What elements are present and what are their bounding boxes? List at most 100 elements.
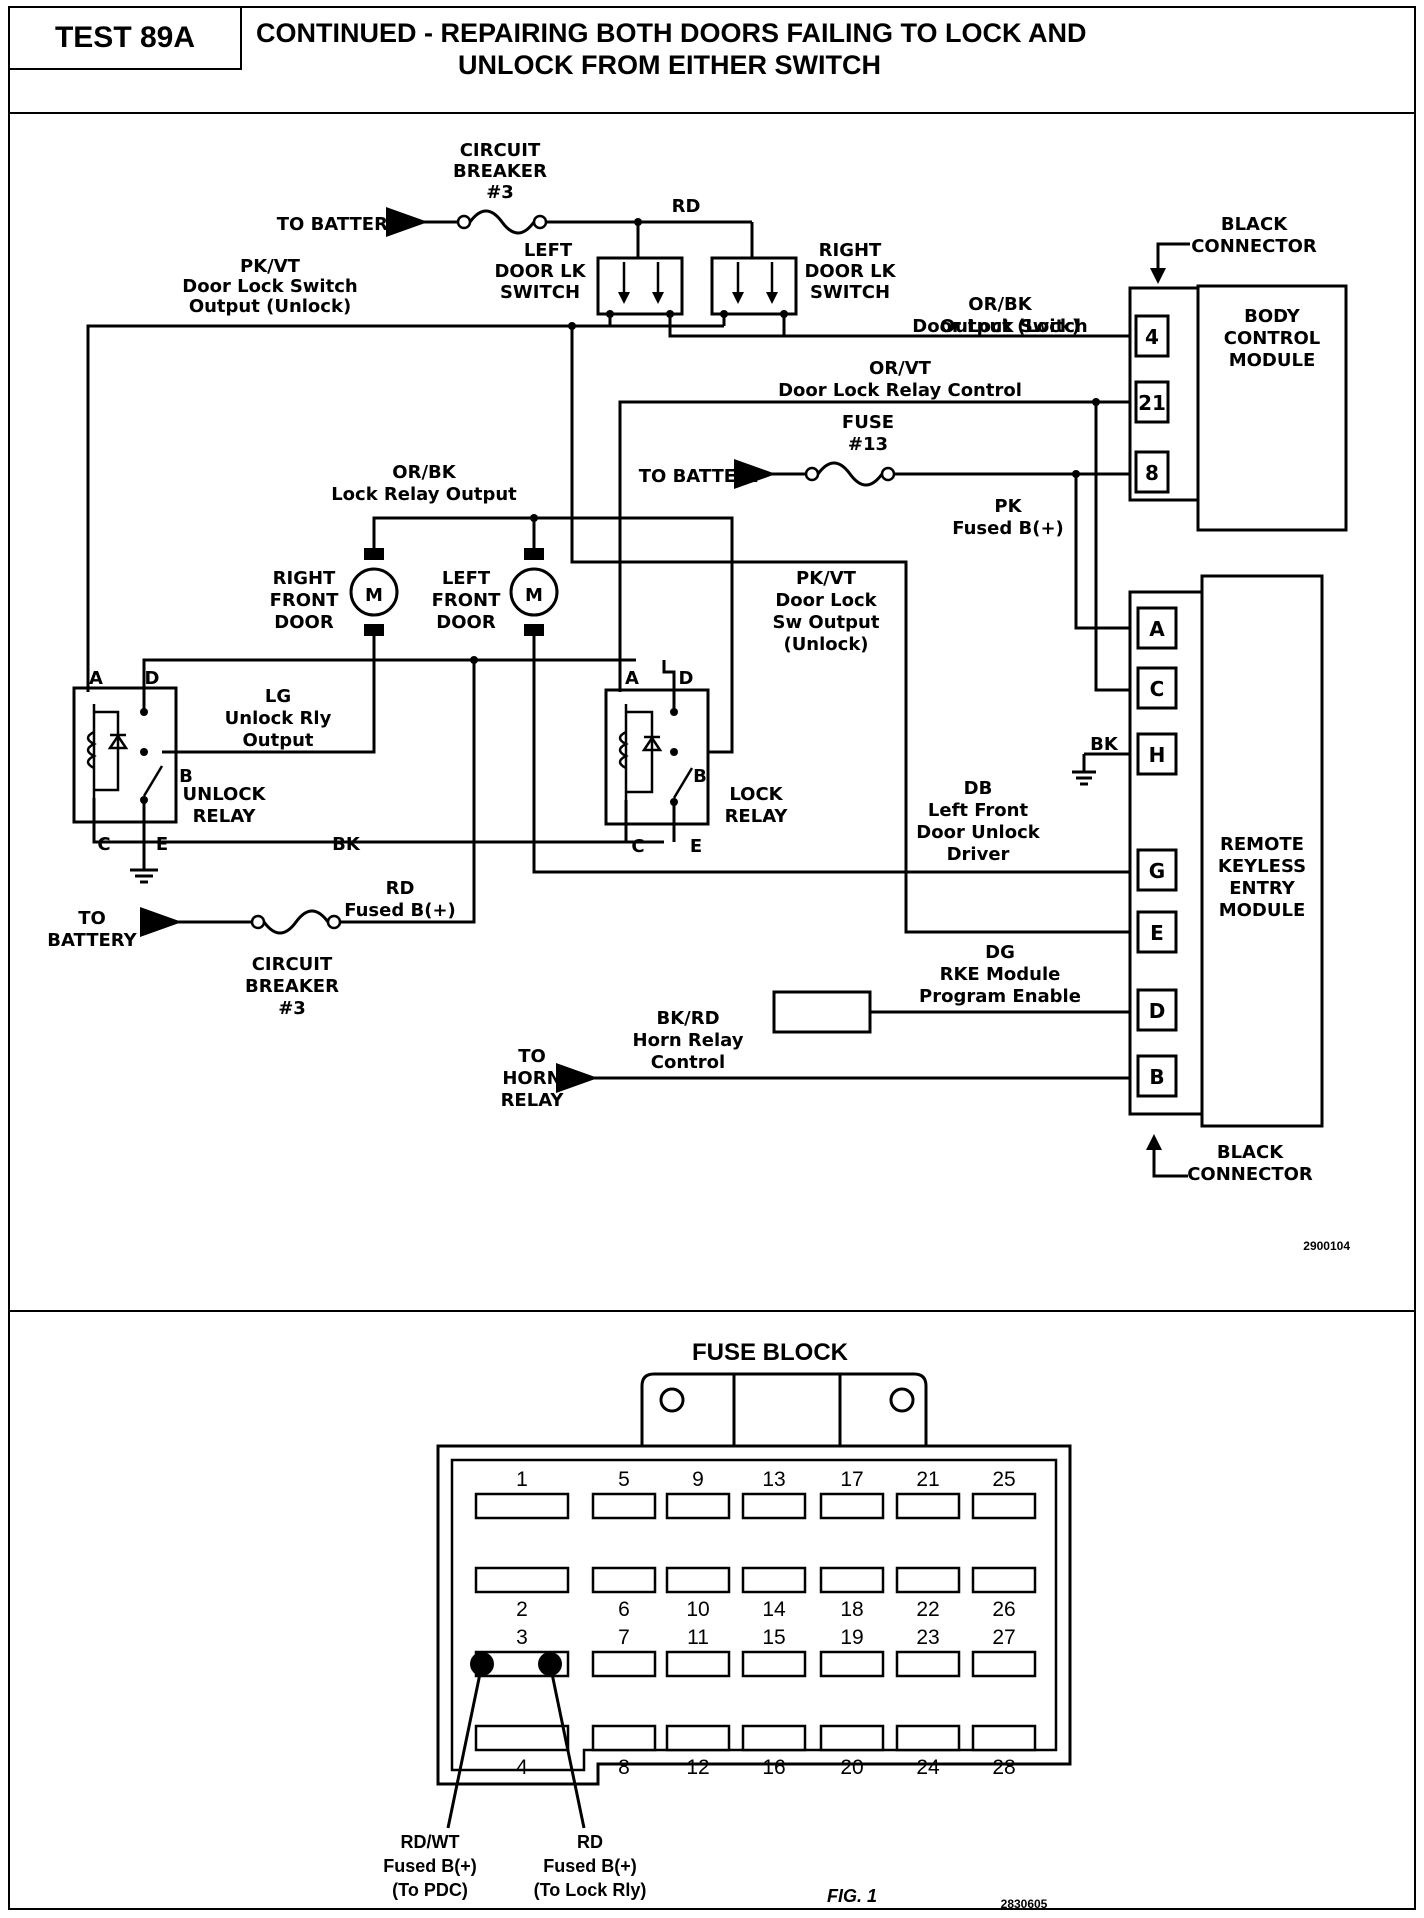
fuse-label-25: 25 (992, 1468, 1015, 1491)
db-line3: Door Unlock (916, 822, 1040, 843)
left-switch-line3: SWITCH (500, 282, 580, 303)
bk-ground: BK (1090, 734, 1119, 755)
black-conn-top-line2: CONNECTOR (1191, 236, 1317, 257)
lock-pin-a: A (625, 668, 639, 689)
unlock-pin-b: B (179, 766, 193, 787)
title-line-2: UNLOCK FROM EITHER SWITCH (458, 50, 881, 80)
rke-line4: MODULE (1219, 900, 1306, 921)
black-conn-top-line1: BLACK (1221, 214, 1288, 235)
horn-relay-wire: BK/RD Horn Relay Control TO HORN RELAY (501, 1008, 1130, 1111)
fuse-label-24: 24 (916, 1756, 940, 1779)
orvt-line2: Door Lock Relay Control (778, 380, 1022, 401)
cb-top-line1: CIRCUIT (460, 140, 541, 161)
fuse-slot-11 (665, 1650, 731, 1678)
lock-relay-line1: LOCK (729, 784, 783, 805)
fuse-label-4: 4 (516, 1756, 528, 1779)
fuse13-line1: FUSE (842, 412, 894, 433)
lock-pin-d: D (679, 668, 694, 689)
pkvt-sw-line3: Sw Output (773, 612, 880, 633)
cb-low-line1: CIRCUIT (252, 954, 333, 975)
lock-relay-output: OR/BK Lock Relay Output (331, 462, 734, 754)
test-label: TEST 89A (10, 8, 242, 70)
right-switch-line3: SWITCH (810, 282, 890, 303)
callout-right-line2: Fused B(+) (543, 1856, 637, 1876)
fuse-label-2: 2 (516, 1598, 528, 1621)
db-line2: Left Front (928, 800, 1029, 821)
dg-line3: Program Enable (919, 986, 1081, 1007)
right-door-lock-switch: RIGHT DOOR LK SWITCH (710, 222, 897, 318)
left-front-door-motor: M LEFT FRONT DOOR (432, 548, 559, 636)
cb-low-line3: #3 (278, 998, 306, 1019)
fuse-label-12: 12 (686, 1756, 709, 1779)
pkvt-sw-line2: Door Lock (775, 590, 877, 611)
fuse-label-11: 11 (687, 1626, 709, 1649)
unlock-relay-line1: UNLOCK (183, 784, 267, 805)
fuse-slot-22 (895, 1566, 961, 1594)
fuse-slot-25 (971, 1492, 1037, 1520)
bcm-line3: MODULE (1229, 350, 1316, 371)
fuse-label-28: 28 (992, 1756, 1015, 1779)
right-front-door-motor: M RIGHT FRONT DOOR (270, 548, 399, 636)
cb-low-line2: BREAKER (245, 976, 339, 997)
unlock-pin-c: C (97, 834, 110, 855)
fuse-label-17: 17 (840, 1468, 863, 1491)
fuse-slot-8 (591, 1724, 657, 1752)
unlock-relay: A D B C E BK UNLOCK RELAY LG Unlock Rly … (72, 636, 664, 884)
remote-keyless-entry-module: A C H G E D B REMOTE KEYLESS ENTRY MODUL… (1072, 574, 1324, 1185)
bcm-line2: CONTROL (1224, 328, 1321, 349)
rke-pin-h: H (1149, 743, 1166, 767)
orbk-relay-line2: Lock Relay Output (331, 484, 517, 505)
fuse-slot-15 (741, 1650, 807, 1678)
orvt-line1: OR/VT (869, 358, 932, 379)
lg-line1: LG (265, 686, 291, 707)
orvt-relay-control: OR/VT Door Lock Relay Control (618, 358, 1130, 692)
unlock-relay-line2: RELAY (193, 806, 257, 827)
cb-top-line2: BREAKER (453, 161, 547, 182)
fuse-label-23: 23 (916, 1626, 939, 1649)
fuse-slot-16 (741, 1724, 807, 1752)
black-conn-bot-line2: CONNECTOR (1187, 1164, 1313, 1185)
bkrd-line3: Control (651, 1052, 725, 1073)
fuse-label-21: 21 (916, 1468, 939, 1491)
fuse-label-13: 13 (762, 1468, 785, 1491)
low-circuit-breaker: TO BATTERY RD Fused B(+) CIRCUIT BREAKER… (47, 660, 476, 1019)
fuse13-line2: #13 (848, 434, 888, 455)
rke-line2: KEYLESS (1218, 856, 1306, 877)
fuse-slot-28 (971, 1724, 1037, 1752)
rke-pin-a: A (1149, 617, 1165, 641)
fuse-slot-5 (591, 1492, 657, 1520)
to-battery-top: TO BATTERY (277, 214, 401, 235)
left-door-lock-switch: LEFT DOOR LK SWITCH (494, 218, 684, 318)
lfd-line3: DOOR (436, 612, 496, 633)
title-line-1: CONTINUED - REPAIRING BOTH DOORS FAILING… (256, 18, 1087, 48)
fuse-slot-23 (895, 1650, 961, 1678)
rke-pin-b: B (1149, 1065, 1164, 1089)
rke-pin-c: C (1150, 677, 1165, 701)
cb-top-line3: #3 (486, 182, 514, 203)
fuse-label-9: 9 (692, 1468, 704, 1491)
bkrd-line1: BK/RD (656, 1008, 719, 1029)
fuse-slot-12 (665, 1724, 731, 1752)
left-switch-line2: DOOR LK (494, 261, 586, 282)
dg-line1: DG (985, 942, 1015, 963)
bk-wire: BK (332, 834, 361, 855)
pkvt-unlock-line2: Door Lock Switch (182, 276, 357, 297)
pkvt-sw-output-label: PK/VT Door Lock Sw Output (Unlock) (773, 568, 880, 655)
fuse-label-27: 27 (992, 1626, 1015, 1649)
fuse-13: FUSE #13 TO BATTERY PK Fused B(+) (639, 412, 1130, 630)
fuse-slot-2 (474, 1566, 570, 1594)
horn-line1: TO (518, 1046, 546, 1067)
lock-pin-c: C (631, 836, 644, 857)
to-battery-low-line1: TO (78, 908, 106, 929)
fuse-slot-19 (819, 1650, 885, 1678)
rke-pin-d: D (1149, 999, 1166, 1023)
wire-rd-top: RD (672, 196, 701, 217)
header: TEST 89A CONTINUED - REPAIRING BOTH DOOR… (10, 8, 1414, 114)
horn-line3: RELAY (501, 1090, 565, 1111)
fuse-slot-13 (741, 1492, 807, 1520)
fuse-slot-24 (895, 1724, 961, 1752)
rfd-line3: DOOR (274, 612, 334, 633)
orbk-lock-line2: Door Lock Switch (912, 316, 1087, 337)
